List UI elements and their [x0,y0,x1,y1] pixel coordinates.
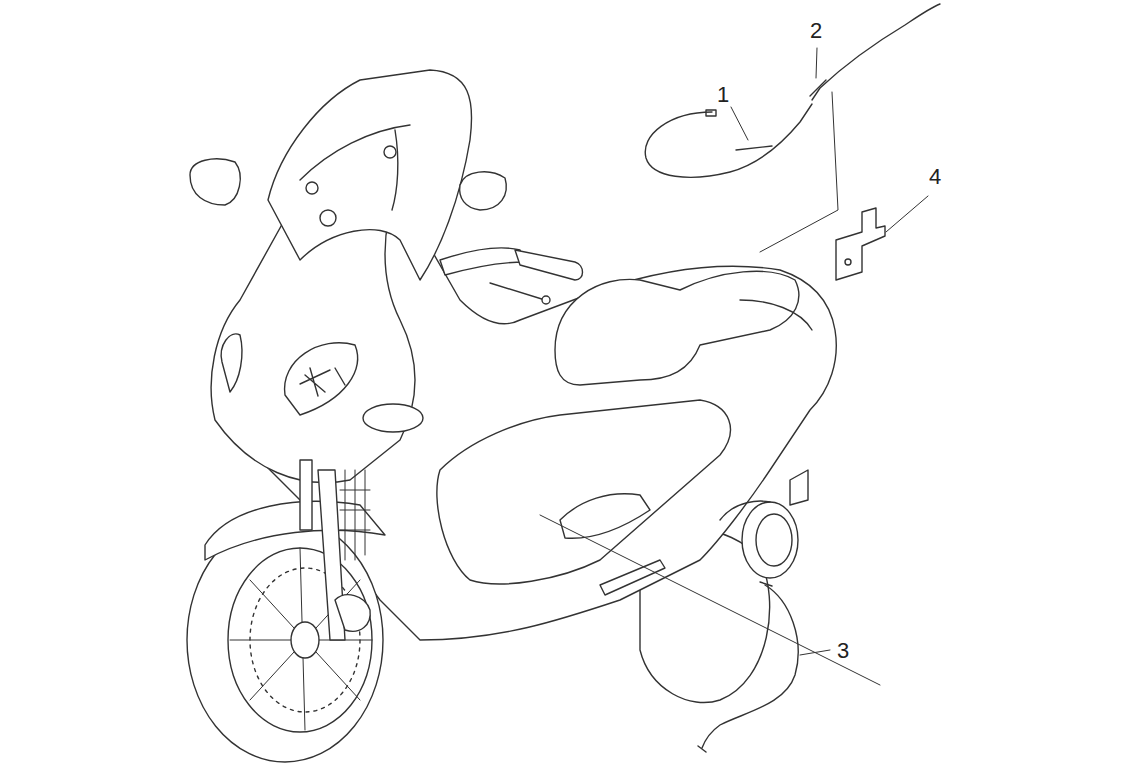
hub [291,622,319,658]
cable [812,4,940,100]
grille [340,470,370,560]
callout-number: 4 [928,166,942,188]
headlight [221,334,242,392]
grip [515,250,583,280]
leader-line [540,515,880,685]
leader-line [731,107,748,140]
screw [320,210,336,226]
mirror [190,159,240,205]
rear-light [790,470,808,505]
wheel-rim [228,548,372,732]
windshield-detail [300,125,410,210]
headlight [285,343,358,415]
handlebar [440,248,525,275]
cable [645,104,812,177]
cable-end [698,582,772,752]
indicator [363,404,423,432]
windshield [268,70,472,280]
screw [306,182,318,194]
leader-line [816,48,817,78]
headlight-hatch [300,368,345,396]
leader-line [800,650,830,655]
cable [702,585,798,748]
screw [384,146,396,158]
bracket-hole [845,259,851,265]
fork-leg [300,460,312,530]
leader-line [886,196,928,232]
brake-lever [490,283,545,300]
caliper [335,595,370,632]
mirror [460,172,507,210]
wheel-spokes [230,548,372,730]
muffler-end [756,514,792,566]
callout-number: 1 [716,84,730,106]
lever-tip [542,296,550,304]
cable-joint [810,80,826,96]
callout-number: 2 [809,20,823,42]
exhaust-pipe [720,501,770,520]
leader-line [760,92,838,252]
bracket [836,208,885,280]
muffler [742,502,798,578]
grab-rail [740,300,812,330]
cable-end [706,110,772,150]
floorboard [437,400,731,584]
footrest [600,560,665,595]
seat [555,271,799,385]
callout-number: 3 [836,640,850,662]
